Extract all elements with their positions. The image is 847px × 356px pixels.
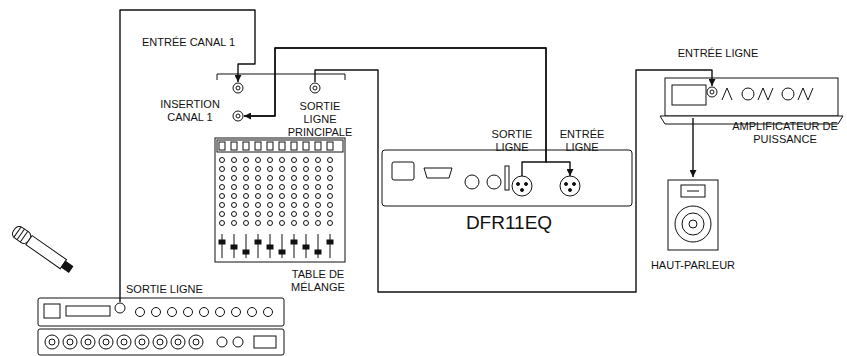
- label-holder: INSERTION CANAL 1: [153, 98, 227, 124]
- jack-label: ENTRÉE CANAL 1: [142, 36, 235, 49]
- jack-label: ENTRÉE LIGNE: [557, 128, 607, 154]
- device-node: SORTIE LIGNE: [36, 280, 290, 356]
- device-node: HAUT-PARLEUR: [648, 172, 740, 276]
- label-holder: ENTRÉE LIGNE: [673, 47, 763, 60]
- audio-cable: [244, 48, 546, 176]
- jack-label: INSERTION CANAL 1: [153, 98, 227, 124]
- jack-label: SORTIE LIGNE: [126, 283, 203, 296]
- audio-cable: [244, 48, 570, 176]
- jack-label: SORTIE LIGNE: [487, 128, 537, 154]
- label-holder: SORTIE LIGNE: [126, 283, 203, 296]
- label-holder: TABLE DE MÉLANGE: [284, 268, 352, 294]
- mixing-console: [215, 138, 345, 262]
- jack-label: SORTIE LIGNE PRINCIPALE: [286, 100, 354, 139]
- label-holder: HAUT-PARLEUR: [648, 259, 738, 272]
- label-holder: DFR11EQ: [444, 212, 574, 234]
- label-holder: SORTIE LIGNE PRINCIPALE: [286, 100, 354, 139]
- jack-label: ENTRÉE LIGNE: [673, 47, 763, 60]
- audio-cable: [120, 10, 255, 302]
- audio-cable: [315, 70, 712, 292]
- jack-label: TABLE DE MÉLANGE: [284, 268, 352, 294]
- device-node: ENTRÉE CANAL 1 INSERTION CANAL 1 SORTIE LI…: [140, 34, 356, 296]
- jack-label: HAUT-PARLEUR: [648, 259, 738, 272]
- device-node: SORTIE LIGNE ENTRÉE LIGNE DFR11EQ: [382, 118, 636, 244]
- label-holder: ENTRÉE LIGNE: [557, 128, 607, 154]
- label-holder: SORTIE LIGNE: [487, 128, 537, 154]
- audio-cable: [692, 118, 693, 177]
- label-holder: ENTRÉE CANAL 1: [142, 36, 235, 49]
- device-title: DFR11EQ: [444, 212, 574, 234]
- label-holder: AMPLIFICATEUR DE PUISSANCE: [726, 120, 844, 146]
- loudspeaker: [668, 180, 718, 250]
- dfr11eq-unit: [382, 150, 632, 206]
- jack-label: AMPLIFICATEUR DE PUISSANCE: [726, 120, 844, 146]
- microphone: [10, 224, 74, 274]
- device-node: ENTRÉE LIGNE AMPLIFICATEUR DE PUISSANCE: [650, 46, 846, 150]
- power-amplifier: [660, 78, 843, 124]
- wireless-receiver: [38, 298, 284, 355]
